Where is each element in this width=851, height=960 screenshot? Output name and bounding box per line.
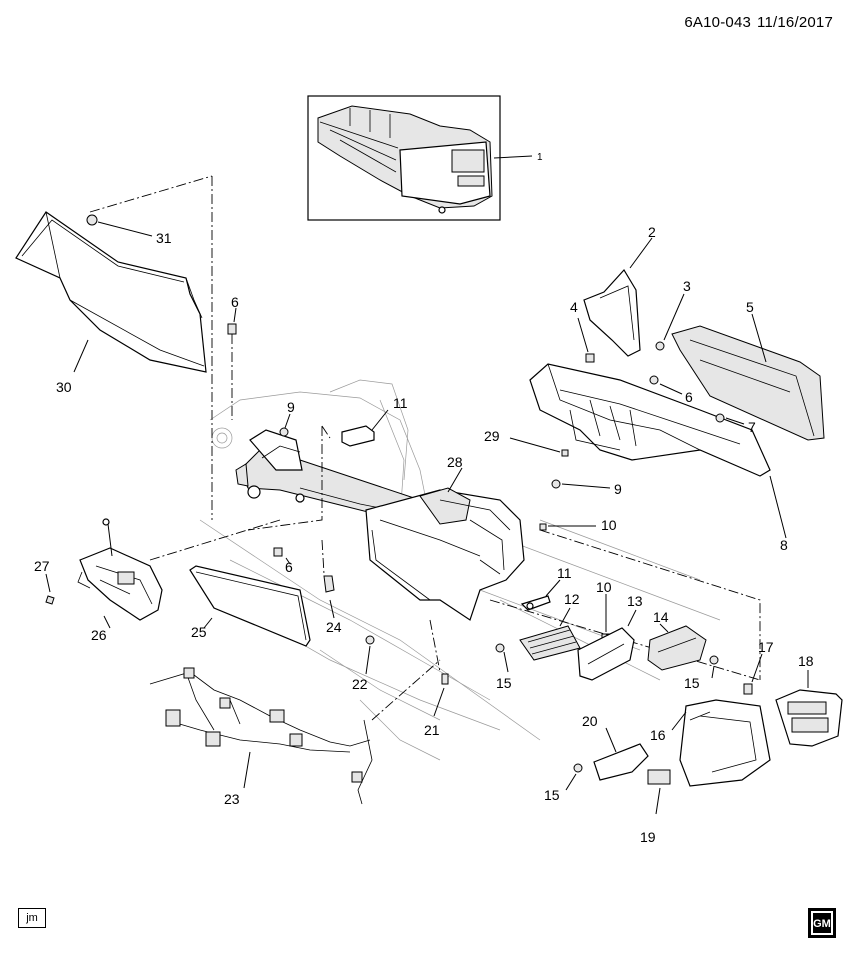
part-23-wiring-harness [149, 667, 373, 805]
part-25-console-side-panel [189, 565, 311, 647]
callout-15-lower: 15 [544, 787, 560, 803]
part-3-screw [655, 341, 665, 351]
callout-labels: 1 2 3 4 5 6 6 6 7 8 9 9 10 10 11 11 12 1… [34, 152, 814, 845]
callout-11-upper: 11 [393, 395, 408, 411]
part-22-screw [365, 635, 375, 645]
callout-9-upper: 9 [287, 399, 295, 415]
callout-11-lower: 11 [557, 565, 572, 581]
part-9-nut-upper [279, 427, 289, 437]
callout-9-right: 9 [614, 481, 622, 497]
callout-19: 19 [640, 829, 656, 845]
callout-29: 29 [484, 428, 500, 444]
callout-6-left: 6 [231, 294, 239, 310]
part-18-trim-plate [775, 689, 843, 747]
part-2-trim-bracket [583, 268, 641, 357]
callout-18: 18 [798, 653, 814, 669]
callout-25: 25 [191, 624, 207, 640]
callout-10-upper: 10 [601, 517, 617, 533]
part-31-nut [86, 214, 98, 226]
callout-20: 20 [582, 713, 598, 729]
illustration-date: 11/16/2017 [757, 14, 833, 31]
part-5-console-panel [671, 325, 825, 441]
callout-10-lower: 10 [596, 579, 612, 595]
callout-8: 8 [780, 537, 788, 553]
callout-23: 23 [224, 791, 240, 807]
part-8-armrest-base [529, 363, 771, 477]
part-10-clip-upper [539, 523, 547, 531]
part-26-shifter-assembly [77, 518, 163, 621]
part-13-bracket [577, 627, 635, 681]
part-6-clip-left [227, 323, 237, 335]
callout-12: 12 [564, 591, 580, 607]
part-20-switch-bracket [593, 743, 649, 781]
callout-15-right: 15 [684, 675, 700, 691]
callout-30: 30 [56, 379, 72, 395]
callout-17: 17 [758, 639, 774, 655]
part-9-nut-right [551, 479, 561, 489]
author-initials: jm [18, 908, 46, 928]
part-21-clip [441, 673, 449, 685]
part-19-usb-port [647, 769, 671, 785]
callout-3: 3 [683, 278, 691, 294]
callout-24: 24 [326, 619, 342, 635]
part-29-clip [561, 449, 569, 457]
callout-16: 16 [650, 727, 666, 743]
part-15-screw-lower [573, 763, 583, 773]
gm-logo: GM [808, 908, 836, 938]
part-11-bracket-lower [520, 595, 551, 611]
illustration-id: 6A10-043 [684, 14, 752, 31]
part-7-screw [715, 413, 725, 423]
part-28-console-base [365, 487, 525, 621]
part-24-fastener [323, 575, 335, 593]
callout-22: 22 [352, 676, 368, 692]
callout-31: 31 [156, 230, 172, 246]
callout-15-mid: 15 [496, 675, 512, 691]
part-27-bolt [45, 595, 55, 605]
part-30-side-panel [15, 211, 207, 373]
part-14-control-switch [647, 625, 707, 671]
callout-27: 27 [34, 558, 50, 574]
callout-13: 13 [627, 593, 643, 609]
callout-28: 28 [447, 454, 463, 470]
callout-14: 14 [653, 609, 669, 625]
part-11-bracket-upper [341, 425, 375, 447]
part-12-air-vent [519, 625, 581, 661]
diagram-header: 6A10-043 11/16/2017 [684, 14, 833, 31]
callout-26: 26 [91, 627, 107, 643]
part-6-clip-lower [273, 547, 283, 557]
callout-5: 5 [746, 299, 754, 315]
gm-logo-text: GM [813, 918, 831, 930]
callout-21: 21 [424, 722, 440, 738]
part-4-clip [585, 353, 595, 363]
callout-4: 4 [570, 299, 578, 315]
callout-2: 2 [648, 224, 656, 240]
part-15-screw-right [709, 655, 719, 665]
callout-6-right: 6 [685, 389, 693, 405]
part-6-clip-right [649, 375, 659, 385]
callout-1: 1 [537, 152, 543, 163]
part-17-clip [743, 683, 753, 695]
inset-console-assembly [307, 95, 501, 221]
callout-7: 7 [748, 419, 756, 435]
part-15-screw-mid [495, 643, 505, 653]
callout-6-lower: 6 [285, 559, 293, 575]
part-16-lower-trim-bezel [679, 699, 771, 787]
